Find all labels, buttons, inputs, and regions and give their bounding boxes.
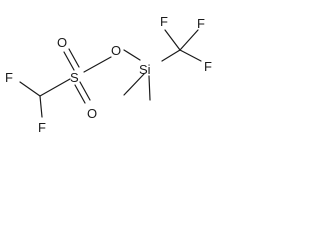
bond-si-c2 <box>161 49 181 62</box>
atom-o-ether: O <box>111 43 121 58</box>
atom-si: Si <box>139 62 151 77</box>
atom-s: S <box>70 70 79 85</box>
bond-s-o-ether <box>83 56 112 73</box>
structure-diagram: F F F O O S Si F O F <box>5 14 212 135</box>
atom-f-top-right: F <box>197 16 205 31</box>
bond-si-methyl-down <box>148 75 151 101</box>
atom-f-upper: F <box>160 14 168 29</box>
atom-f-left: F <box>5 70 13 85</box>
bond-s-o-lower-b <box>79 81 91 101</box>
bond-c2-f-right <box>179 49 202 62</box>
bond-s-o-lower-a <box>74 84 86 104</box>
bond-c1-s <box>39 78 71 97</box>
atom-f-right: F <box>204 59 212 74</box>
bond-c1-f-left <box>19 81 41 97</box>
bond-c2-f-upper <box>164 29 181 51</box>
bond-s-o-upper-a <box>63 51 75 71</box>
bond-si-methyl-left <box>123 73 145 96</box>
bond-o-si <box>123 49 141 61</box>
bond-c1-f-bottom <box>39 95 43 118</box>
atom-o-upper: O <box>57 35 67 50</box>
atom-o-lower: O <box>87 106 97 121</box>
bond-c2-f-top-right <box>179 29 199 51</box>
atom-f-bottom: F <box>38 120 46 135</box>
bond-s-o-upper-b <box>68 48 80 68</box>
